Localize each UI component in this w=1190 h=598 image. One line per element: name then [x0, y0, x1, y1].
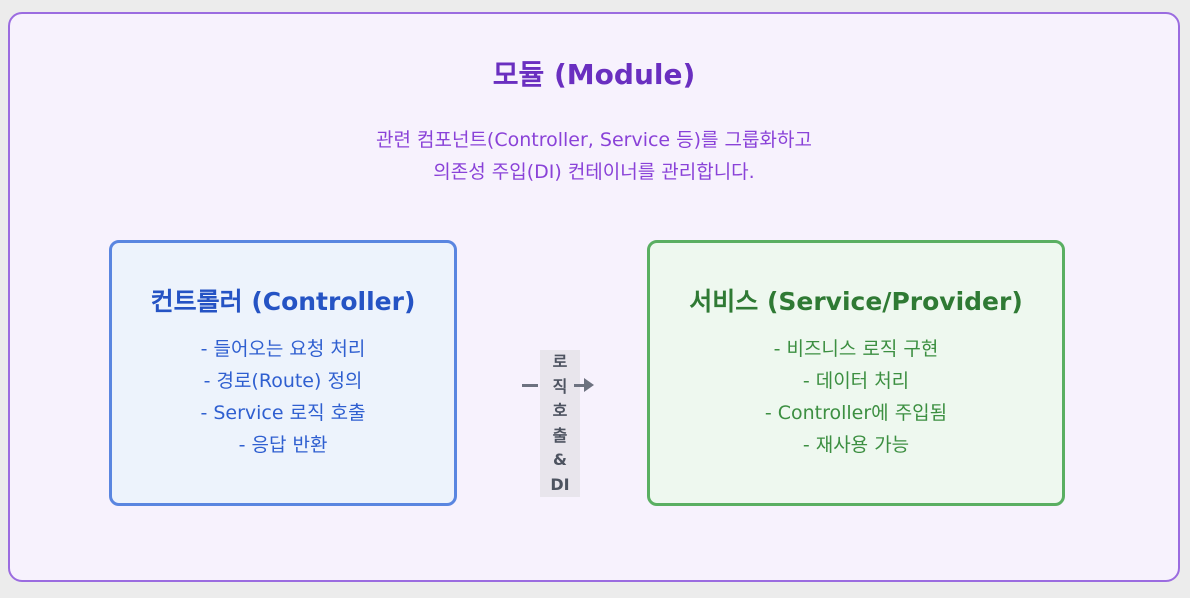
controller-title: 컨트롤러 (Controller) — [150, 287, 416, 316]
module-description-line-2: 의존성 주입(DI) 컨테이너를 관리합니다. — [433, 161, 755, 183]
module-description-line-1: 관련 컴포넌트(Controller, Service 등)를 그룹화하고 — [376, 129, 812, 151]
connector-label-char: 로 — [552, 352, 568, 371]
service-responsibilities: - 비즈니스 로직 구현 - 데이터 처리 - Controller에 주입됨 … — [650, 333, 1062, 461]
arrow-right-icon — [584, 378, 594, 392]
arrow-line-right — [574, 384, 586, 387]
module-title: 모듈 (Module) — [492, 58, 696, 91]
controller-responsibilities: - 들어오는 요청 처리 - 경로(Route) 정의 - Service 로직… — [112, 333, 454, 461]
connector-label-char: 호 — [552, 401, 568, 420]
connector-label: 로 직 호 출 & DI — [540, 350, 580, 497]
connector-label-char: & — [553, 450, 567, 469]
arrow-line-left — [522, 384, 538, 387]
list-item: - Controller에 주입됨 — [764, 402, 948, 424]
list-item: - 비즈니스 로직 구현 — [773, 338, 939, 360]
service-title: 서비스 (Service/Provider) — [689, 287, 1023, 316]
list-item: - 들어오는 요청 처리 — [200, 338, 366, 360]
service-box: 서비스 (Service/Provider) - 비즈니스 로직 구현 - 데이… — [647, 240, 1065, 506]
controller-to-service-connector: 로 직 호 출 & DI — [512, 338, 598, 508]
list-item: - 경로(Route) 정의 — [203, 370, 363, 392]
list-item: - Service 로직 호출 — [200, 402, 366, 424]
connector-label-char: 출 — [552, 425, 568, 445]
list-item: - 재사용 가능 — [802, 434, 910, 456]
connector-label-char: DI — [550, 474, 570, 494]
list-item: - 데이터 처리 — [802, 370, 910, 392]
connector-label-char: 직 — [552, 376, 568, 396]
controller-box: 컨트롤러 (Controller) - 들어오는 요청 처리 - 경로(Rout… — [109, 240, 457, 506]
module-description: 관련 컴포넌트(Controller, Service 등)를 그룹화하고 의존… — [10, 124, 1178, 188]
list-item: - 응답 반환 — [238, 434, 328, 456]
